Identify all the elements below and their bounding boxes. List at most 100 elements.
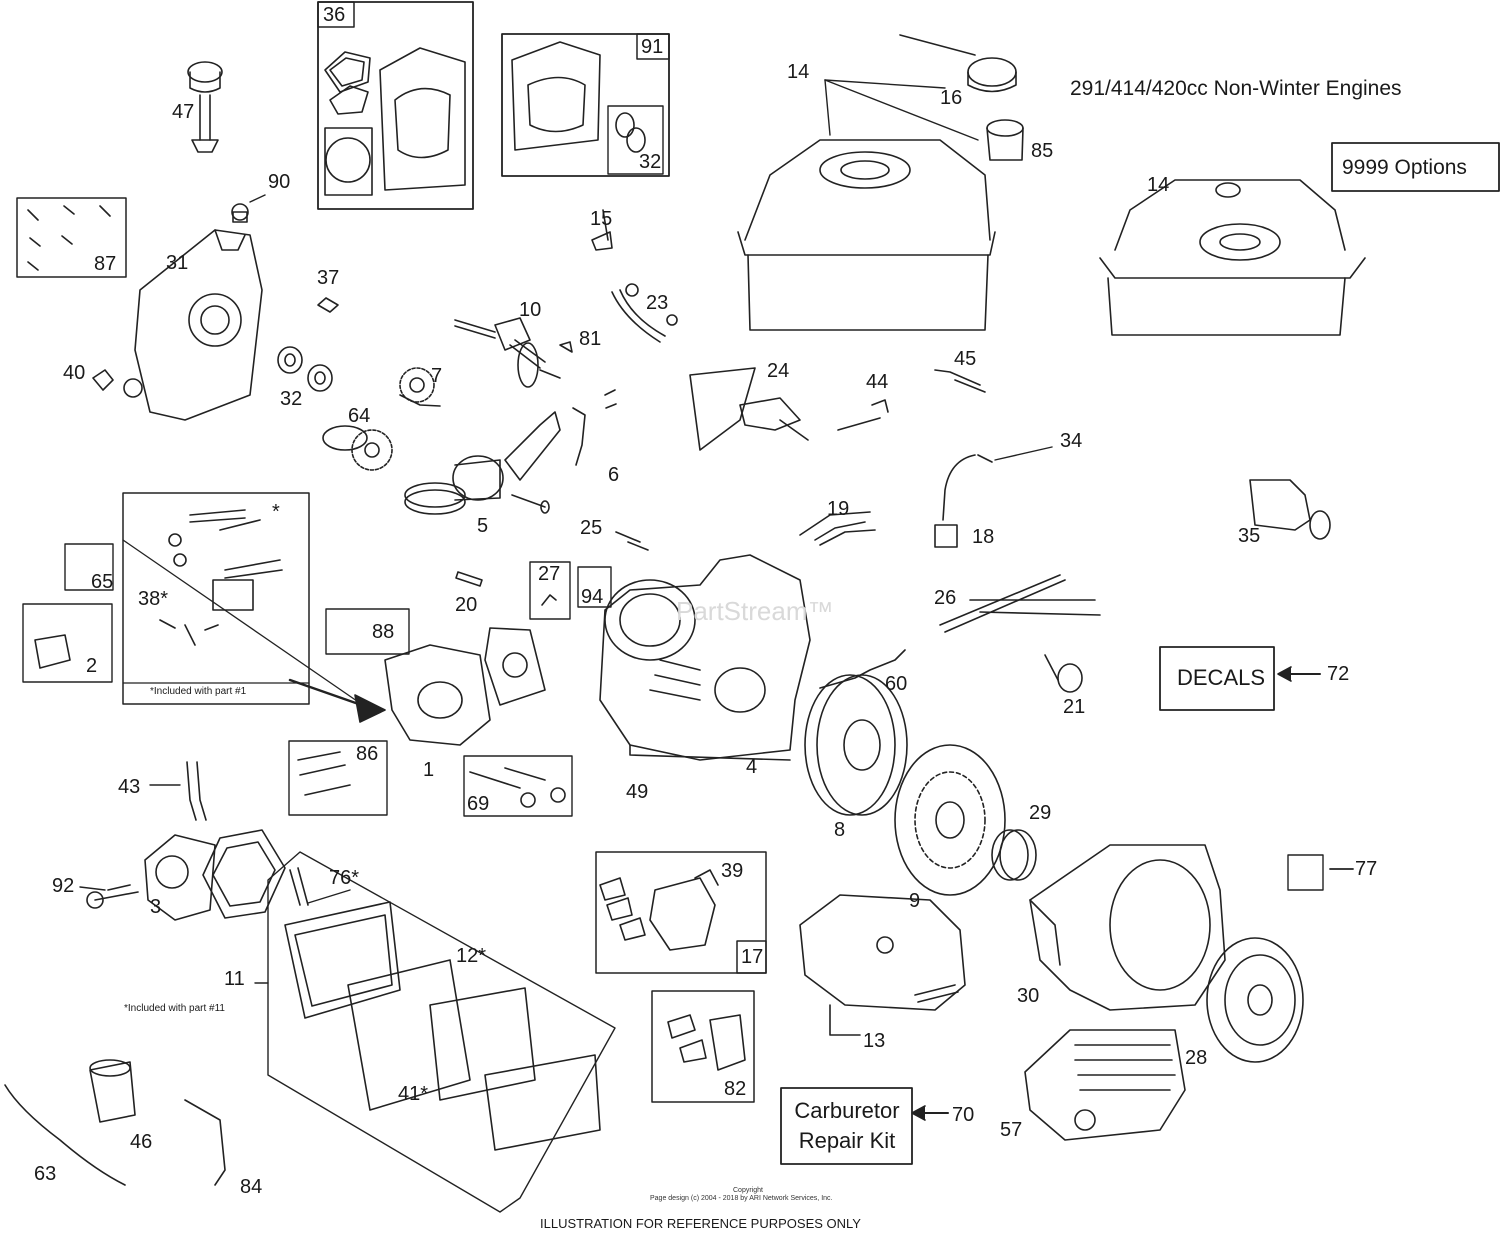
callout-84[interactable]: 84	[240, 1176, 263, 1198]
callout-57[interactable]: 57	[1000, 1119, 1023, 1141]
disclaimer: ILLUSTRATION FOR REFERENCE PURPOSES ONLY	[540, 1216, 861, 1231]
callout-64[interactable]: 64	[348, 405, 371, 427]
callout-39[interactable]: 39	[721, 860, 744, 882]
callout-28[interactable]: 28	[1185, 1047, 1208, 1069]
note-included-part1: *Included with part #1	[150, 686, 247, 697]
callout-16[interactable]: 16	[940, 87, 963, 109]
callout-7[interactable]: 7	[431, 365, 443, 387]
callout-18[interactable]: 18	[972, 526, 995, 548]
callout-29[interactable]: 29	[1029, 802, 1052, 824]
callout-21[interactable]: 21	[1063, 696, 1086, 718]
callout-6[interactable]: 6	[608, 464, 620, 486]
callout-4[interactable]: 4	[746, 756, 758, 778]
callout-1[interactable]: 1	[423, 759, 435, 781]
callout-65[interactable]: 65	[91, 571, 114, 593]
callout-10[interactable]: 10	[519, 299, 542, 321]
callout-76[interactable]: 76*	[329, 867, 360, 889]
callout-77[interactable]: 77	[1355, 858, 1378, 880]
engine-block-illustration	[599, 554, 811, 761]
callout-19[interactable]: 19	[827, 498, 850, 520]
spark-plug-illustration	[455, 571, 483, 587]
bolt-boxes	[288, 740, 573, 817]
muffler-illustration	[799, 894, 966, 1036]
callout-60[interactable]: 60	[885, 673, 908, 695]
callout-85[interactable]: 85	[1031, 140, 1054, 162]
callout-2[interactable]: 2	[86, 655, 98, 677]
carb-kit-label-line1: Carburetor	[794, 1098, 900, 1123]
options-box-label: 9999 Options	[1342, 156, 1467, 179]
callout-3[interactable]: 3	[150, 896, 162, 918]
fuel-tank-illustration	[737, 139, 996, 331]
callout-13[interactable]: 13	[863, 1030, 886, 1052]
callout-8[interactable]: 8	[834, 819, 846, 841]
callout-11[interactable]: 11	[224, 968, 245, 990]
callout-17[interactable]: 17	[741, 946, 764, 968]
callout-23[interactable]: 23	[646, 292, 669, 314]
piston-illustration	[404, 411, 561, 515]
callout-46[interactable]: 46	[130, 1131, 153, 1153]
bolt-set-illustration	[16, 197, 127, 278]
decals-box-label: DECALS	[1177, 665, 1266, 690]
governor-illustration	[572, 389, 617, 466]
callout-90[interactable]: 90	[268, 171, 291, 193]
crankshaft-illustration	[454, 317, 573, 388]
carburetor-illustration	[595, 851, 767, 974]
callout-45[interactable]: 45	[954, 348, 977, 370]
callout-26[interactable]: 26	[934, 587, 957, 609]
fuel-line-illustration	[4, 1059, 226, 1186]
callout-32-box[interactable]: 32	[639, 151, 662, 173]
callout-94[interactable]: 94	[581, 586, 604, 608]
callout-15[interactable]: 15	[590, 208, 613, 230]
callout-92[interactable]: 92	[52, 875, 75, 897]
callout-86[interactable]: 86	[356, 743, 379, 765]
cam-gear-illustration	[399, 367, 441, 407]
air-filter-kit-illustration	[267, 851, 616, 1213]
callout-14-main[interactable]: 14	[787, 61, 810, 83]
callout-63[interactable]: 63	[34, 1163, 57, 1185]
callout-87[interactable]: 87	[94, 253, 117, 275]
callout-82[interactable]: 82	[724, 1078, 747, 1100]
lifter-illustration	[799, 511, 876, 546]
callout-star: *	[272, 501, 280, 523]
callout-36[interactable]: 36	[323, 4, 346, 26]
misc-hardware-illustration	[819, 574, 1101, 881]
callout-35[interactable]: 35	[1238, 525, 1261, 547]
gasket-set-illustration	[317, 1, 474, 210]
gasket-set-91-illustration	[501, 33, 670, 177]
callout-72[interactable]: 72	[1327, 663, 1350, 685]
fuel-valve-illustration	[591, 209, 678, 343]
callout-88[interactable]: 88	[372, 621, 395, 643]
callout-31[interactable]: 31	[166, 252, 189, 274]
callout-37[interactable]: 37	[317, 267, 340, 289]
callout-70[interactable]: 70	[952, 1104, 975, 1126]
callout-34[interactable]: 34	[1060, 430, 1083, 452]
callout-20[interactable]: 20	[455, 594, 478, 616]
carb-kit-box-outline	[780, 1087, 949, 1165]
callout-81[interactable]: 81	[579, 328, 602, 350]
page-design-credit: Page design (c) 2004 - 2018 by ARI Netwo…	[650, 1195, 833, 1202]
callout-12[interactable]: 12*	[456, 945, 487, 967]
callout-24[interactable]: 24	[767, 360, 790, 382]
callout-14-option[interactable]: 14	[1147, 174, 1170, 196]
wire-harness-illustration	[837, 369, 986, 431]
callout-43[interactable]: 43	[118, 776, 141, 798]
callout-32-bearing[interactable]: 32	[280, 388, 303, 410]
blower-housing-illustration	[1029, 844, 1226, 1011]
callout-44[interactable]: 44	[866, 371, 889, 393]
callout-27[interactable]: 27	[538, 563, 561, 585]
label-boxes	[1159, 142, 1500, 711]
callout-38[interactable]: 38*	[138, 588, 169, 610]
callout-5[interactable]: 5	[477, 515, 489, 537]
callout-40[interactable]: 40	[63, 362, 86, 384]
callout-30[interactable]: 30	[1017, 985, 1040, 1007]
small-part-boxes	[22, 543, 410, 683]
callout-41[interactable]: 41*	[398, 1083, 429, 1105]
callout-69[interactable]: 69	[467, 793, 490, 815]
breather-illustration	[529, 531, 649, 620]
callout-9[interactable]: 9	[909, 890, 921, 912]
callout-25[interactable]: 25	[580, 517, 603, 539]
callout-91[interactable]: 91	[641, 36, 664, 58]
callout-47[interactable]: 47	[172, 101, 195, 123]
callout-49[interactable]: 49	[626, 781, 649, 803]
